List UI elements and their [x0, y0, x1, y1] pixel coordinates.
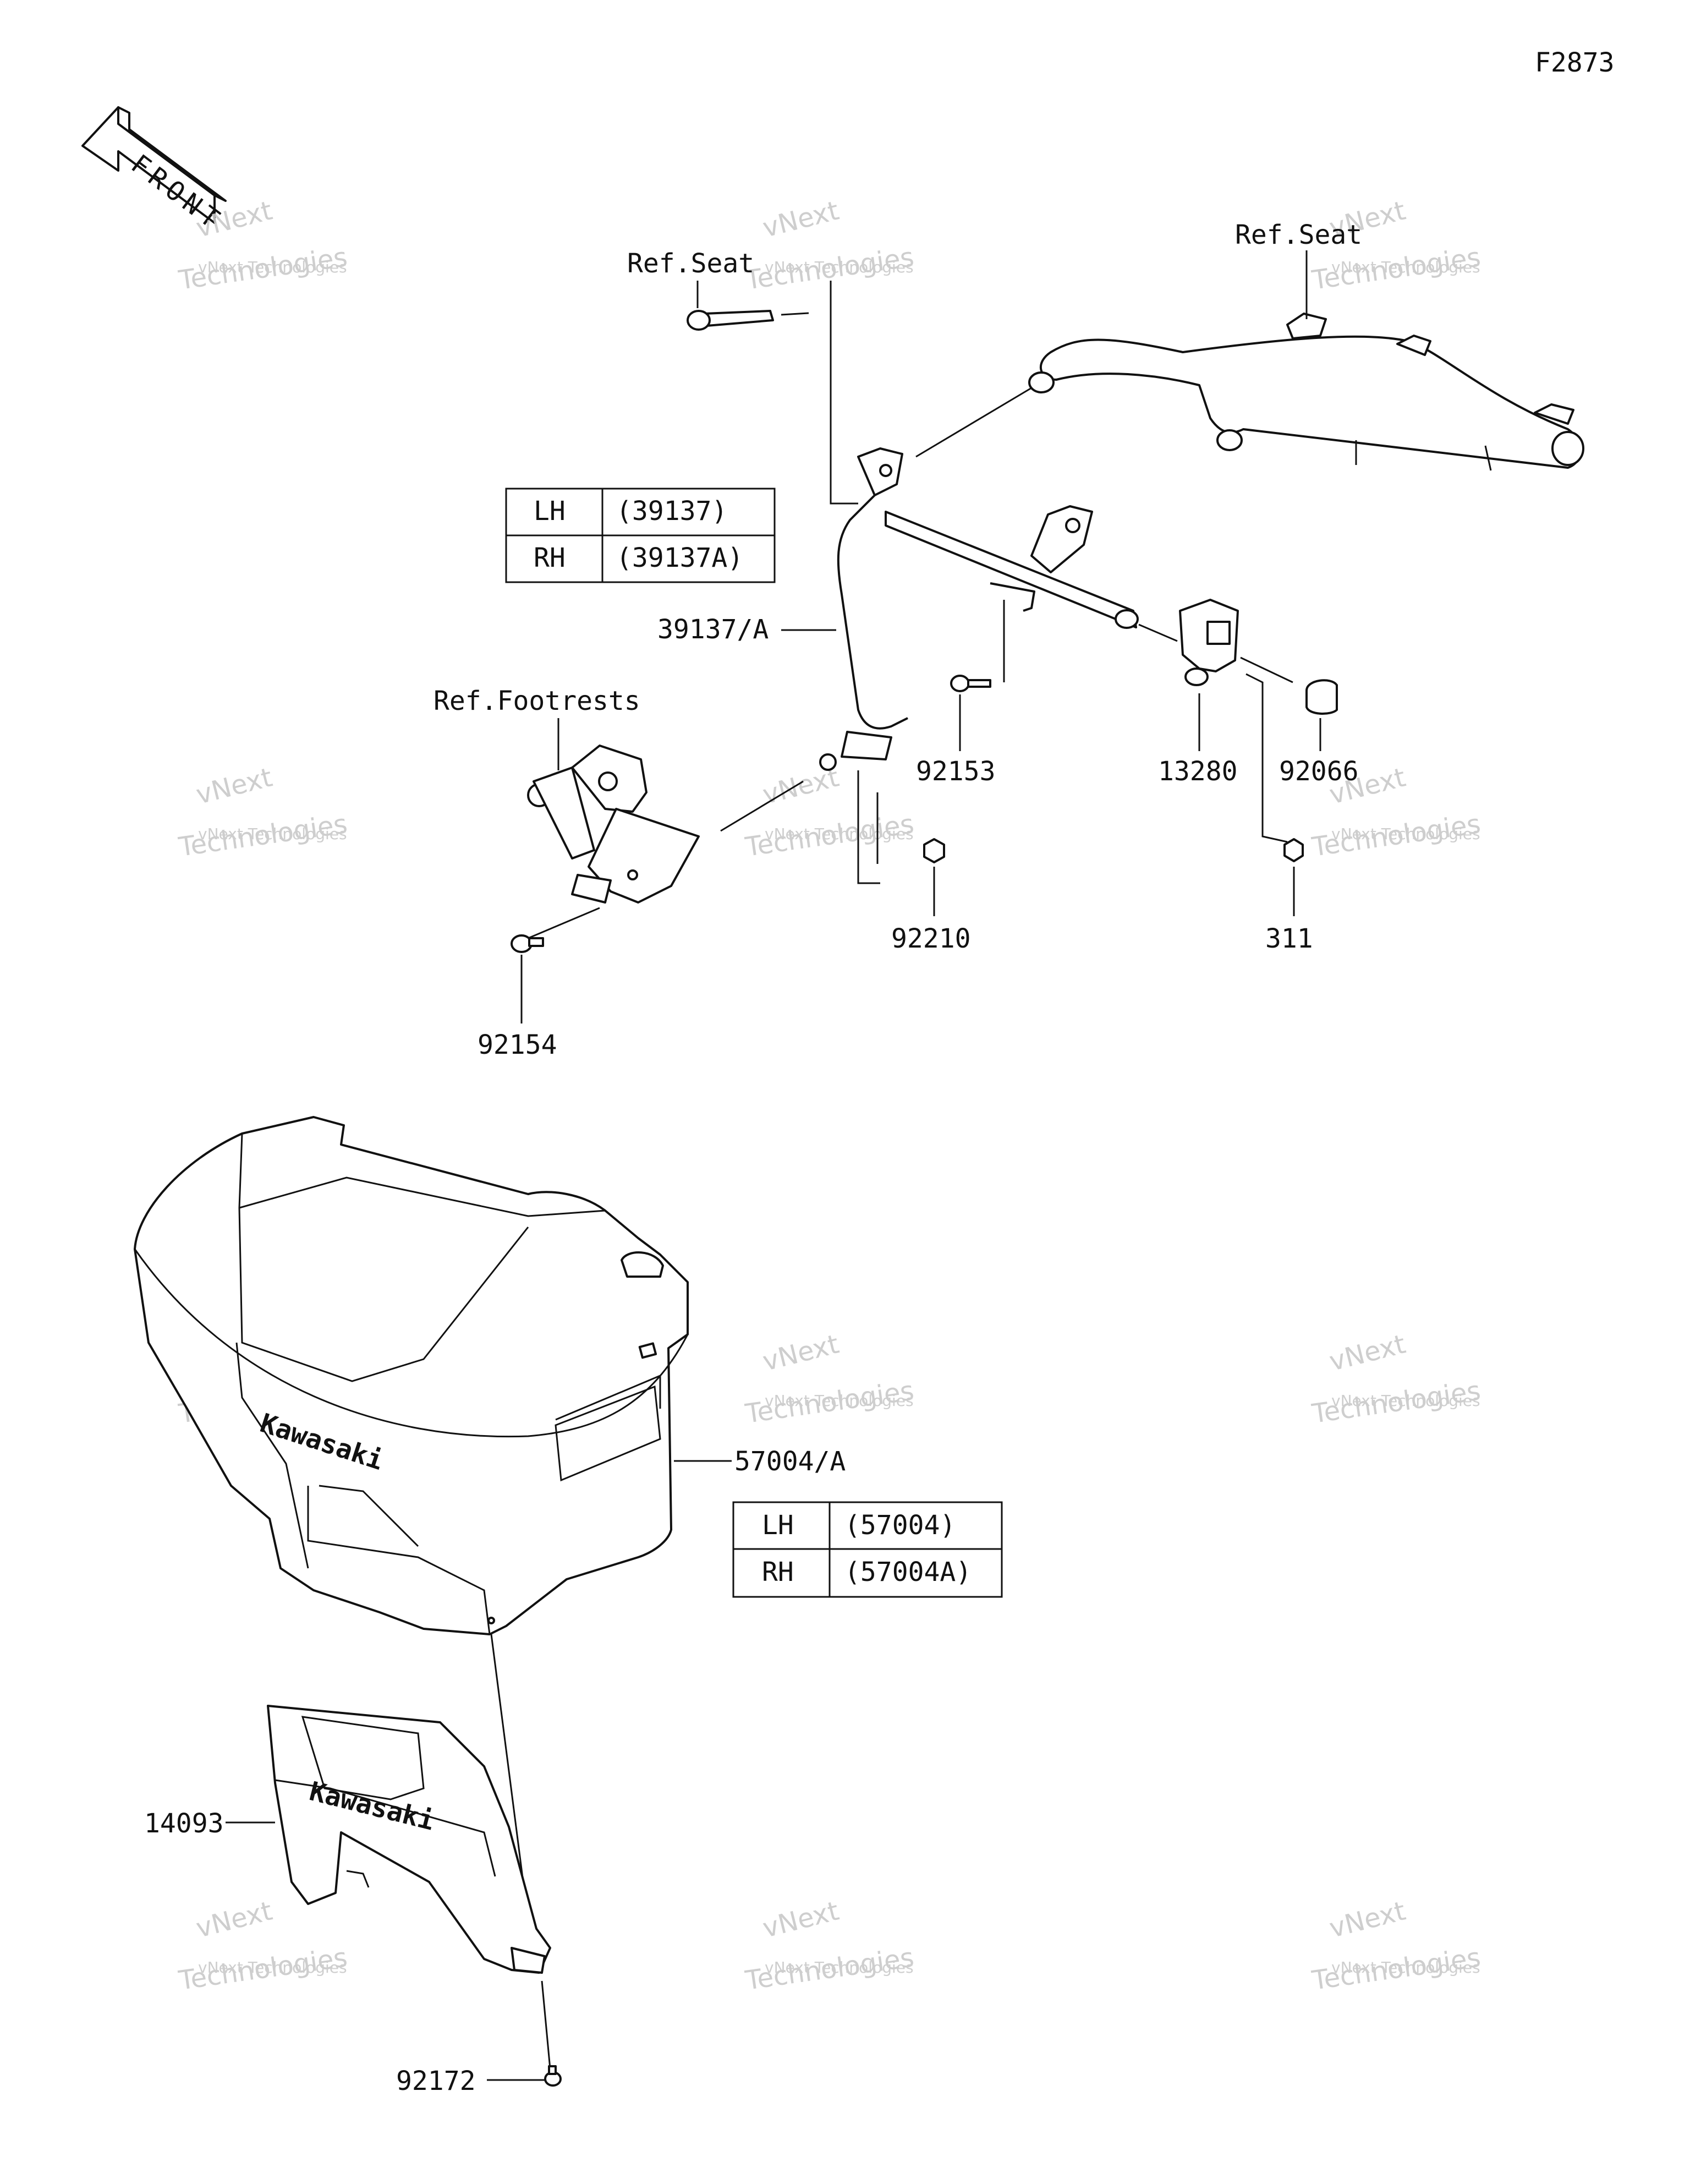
- table-39137-side-rh: RH: [534, 543, 566, 573]
- svg-text:vNext: vNext: [760, 1329, 842, 1377]
- svg-text:Technologies: Technologies: [177, 242, 349, 296]
- svg-text:Technologies: Technologies: [1310, 1375, 1483, 1430]
- svg-text:Technologies: Technologies: [177, 1942, 349, 1996]
- table-39137-part-lh: (39137): [616, 496, 727, 527]
- screw-92172-part: [544, 2065, 562, 2087]
- table-57004-part-lh: (57004): [844, 1510, 956, 1541]
- part-92172-label: 92172: [396, 2066, 476, 2097]
- svg-text:Technologies: Technologies: [743, 242, 916, 296]
- seat-frame-part: [1028, 297, 1584, 471]
- svg-text:Technologies: Technologies: [1310, 1942, 1483, 1996]
- svg-text:vNext: vNext: [1326, 1329, 1409, 1377]
- svg-text:Technologies: Technologies: [743, 1375, 916, 1430]
- long-bolt-part: [687, 310, 774, 331]
- table-57004-side-lh: LH: [762, 1510, 794, 1541]
- nut-311-part: [1283, 838, 1304, 862]
- svg-text:vNext Technologies: vNext Technologies: [765, 1392, 914, 1410]
- svg-text:vNext: vNext: [193, 762, 276, 811]
- svg-text:vNext Technologies: vNext Technologies: [1331, 258, 1480, 276]
- svg-text:Technologies: Technologies: [177, 808, 349, 863]
- part-57004-label: 57004/A: [734, 1446, 846, 1477]
- svg-text:vNext Technologies: vNext Technologies: [1331, 1392, 1480, 1410]
- ref-footrests-label: Ref.Footrests: [434, 686, 640, 716]
- svg-text:vNext Technologies: vNext Technologies: [198, 825, 347, 843]
- svg-text:vNext: vNext: [1326, 1896, 1409, 1944]
- footrest-bracket-part: [527, 745, 700, 904]
- ref-seat-left-label: Ref.Seat: [627, 248, 754, 279]
- table-39137: LH (39137) RH (39137A): [505, 488, 776, 583]
- svg-text:Technologies: Technologies: [743, 1942, 916, 1996]
- part-92154-label: 92154: [478, 1030, 557, 1060]
- table-57004-side-rh: RH: [762, 1557, 794, 1588]
- part-92066-label: 92066: [1279, 756, 1359, 787]
- table-39137-part-rh: (39137A): [616, 543, 743, 573]
- bolt-92153-part: [950, 675, 991, 692]
- part-92210-label: 92210: [891, 923, 971, 954]
- svg-text:vNext Technologies: vNext Technologies: [1331, 1958, 1480, 1977]
- part-39137-label: 39137/A: [657, 614, 769, 645]
- svg-text:Technologies: Technologies: [743, 808, 916, 863]
- table-39137-side-lh: LH: [534, 496, 566, 527]
- figure-id: F2873: [1535, 47, 1615, 78]
- pannier-case-part: Kawasaki: [134, 1116, 689, 1635]
- nut-92210-part: [923, 838, 945, 863]
- carrier-bracket-part: [819, 447, 1139, 771]
- svg-text:vNext Technologies: vNext Technologies: [198, 1958, 347, 1977]
- svg-text:vNext: vNext: [193, 1896, 276, 1944]
- cover-14093-part: Kawasaki: [267, 1705, 551, 1974]
- svg-text:Technologies: Technologies: [1310, 808, 1483, 863]
- svg-text:vNext Technologies: vNext Technologies: [198, 258, 347, 276]
- cap-92066-part: [1305, 679, 1338, 715]
- svg-text:vNext Technologies: vNext Technologies: [765, 1958, 914, 1977]
- bracket-13280-part: [1179, 599, 1239, 686]
- part-13280-label: 13280: [1158, 756, 1238, 787]
- table-57004: LH (57004) RH (57004A): [732, 1501, 1003, 1598]
- svg-text:vNext Technologies: vNext Technologies: [1331, 825, 1480, 843]
- part-311-label: 311: [1265, 923, 1313, 954]
- table-57004-part-rh: (57004A): [844, 1557, 972, 1588]
- svg-text:vNext Technologies: vNext Technologies: [765, 258, 914, 276]
- ref-seat-right-label: Ref.Seat: [1235, 220, 1362, 250]
- part-14093-label: 14093: [144, 1808, 224, 1839]
- svg-text:vNext: vNext: [760, 1896, 842, 1944]
- part-92153-label: 92153: [916, 756, 996, 787]
- svg-text:vNext: vNext: [760, 195, 842, 244]
- bolt-92154-part: [511, 934, 544, 953]
- svg-text:vNext Technologies: vNext Technologies: [765, 825, 914, 843]
